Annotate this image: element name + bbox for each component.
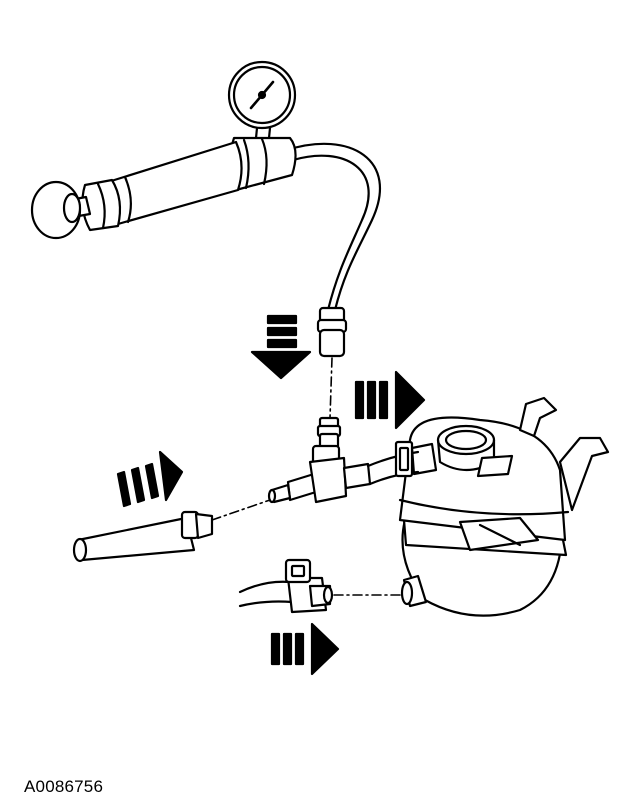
flow-arrow-down — [250, 314, 312, 380]
pressure-gauge — [227, 60, 297, 130]
flow-arrow-right-left — [116, 450, 184, 508]
hand-pump — [30, 60, 381, 358]
flow-arrow-right-lower — [270, 622, 340, 676]
tee-adapter — [267, 416, 372, 504]
alignment-line-vertical — [329, 357, 333, 419]
tank-hose-clamp — [394, 440, 414, 478]
hose-coupler — [316, 306, 348, 358]
coolant-hose-lower — [238, 558, 334, 614]
coolant-hose-left — [72, 510, 214, 563]
tank-inlet-hose — [366, 450, 420, 468]
gauge-hose — [285, 142, 381, 312]
alignment-line-left — [211, 499, 271, 521]
figure-reference-code: A0086756 — [24, 777, 104, 796]
flow-arrow-right-upper — [354, 370, 426, 430]
expansion-tank — [398, 396, 610, 617]
